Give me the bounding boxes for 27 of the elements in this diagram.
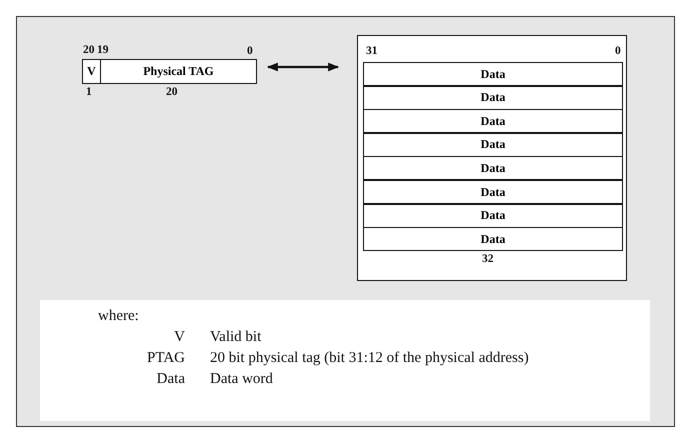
legend-description: Valid bit [210,329,262,346]
data-word-field: Data [363,109,623,134]
data-word-field: Data [363,180,623,204]
field-width: 1 [86,86,92,98]
bit-number: 0 [615,45,621,57]
bit-number: 20 [83,44,94,56]
legend-term: PTAG [147,350,185,367]
field-width: 20 [166,86,178,98]
tag-field: V [82,59,101,84]
bit-number: 0 [247,45,253,57]
data-word-field: Data [363,227,623,252]
legend-description: 20 bit physical tag (bit 31:12 of the physical address) [210,350,529,367]
legend-term: Data [156,371,185,388]
field-width: 32 [482,253,494,265]
legend-term: V [174,329,185,346]
data-word-field: Data [363,156,623,180]
legend-description: Data word [210,371,273,388]
data-word-field: Data [363,132,623,157]
tag-field: Physical TAG [100,59,257,84]
legend-heading: where: [98,308,139,325]
bit-number: 31 [366,45,378,57]
data-word-field: Data [363,86,623,110]
data-word-field: Data [363,62,623,86]
data-word-field: Data [363,204,623,228]
double-arrow [266,62,340,72]
bit-number: 19 [97,44,108,56]
register-block [357,35,627,281]
